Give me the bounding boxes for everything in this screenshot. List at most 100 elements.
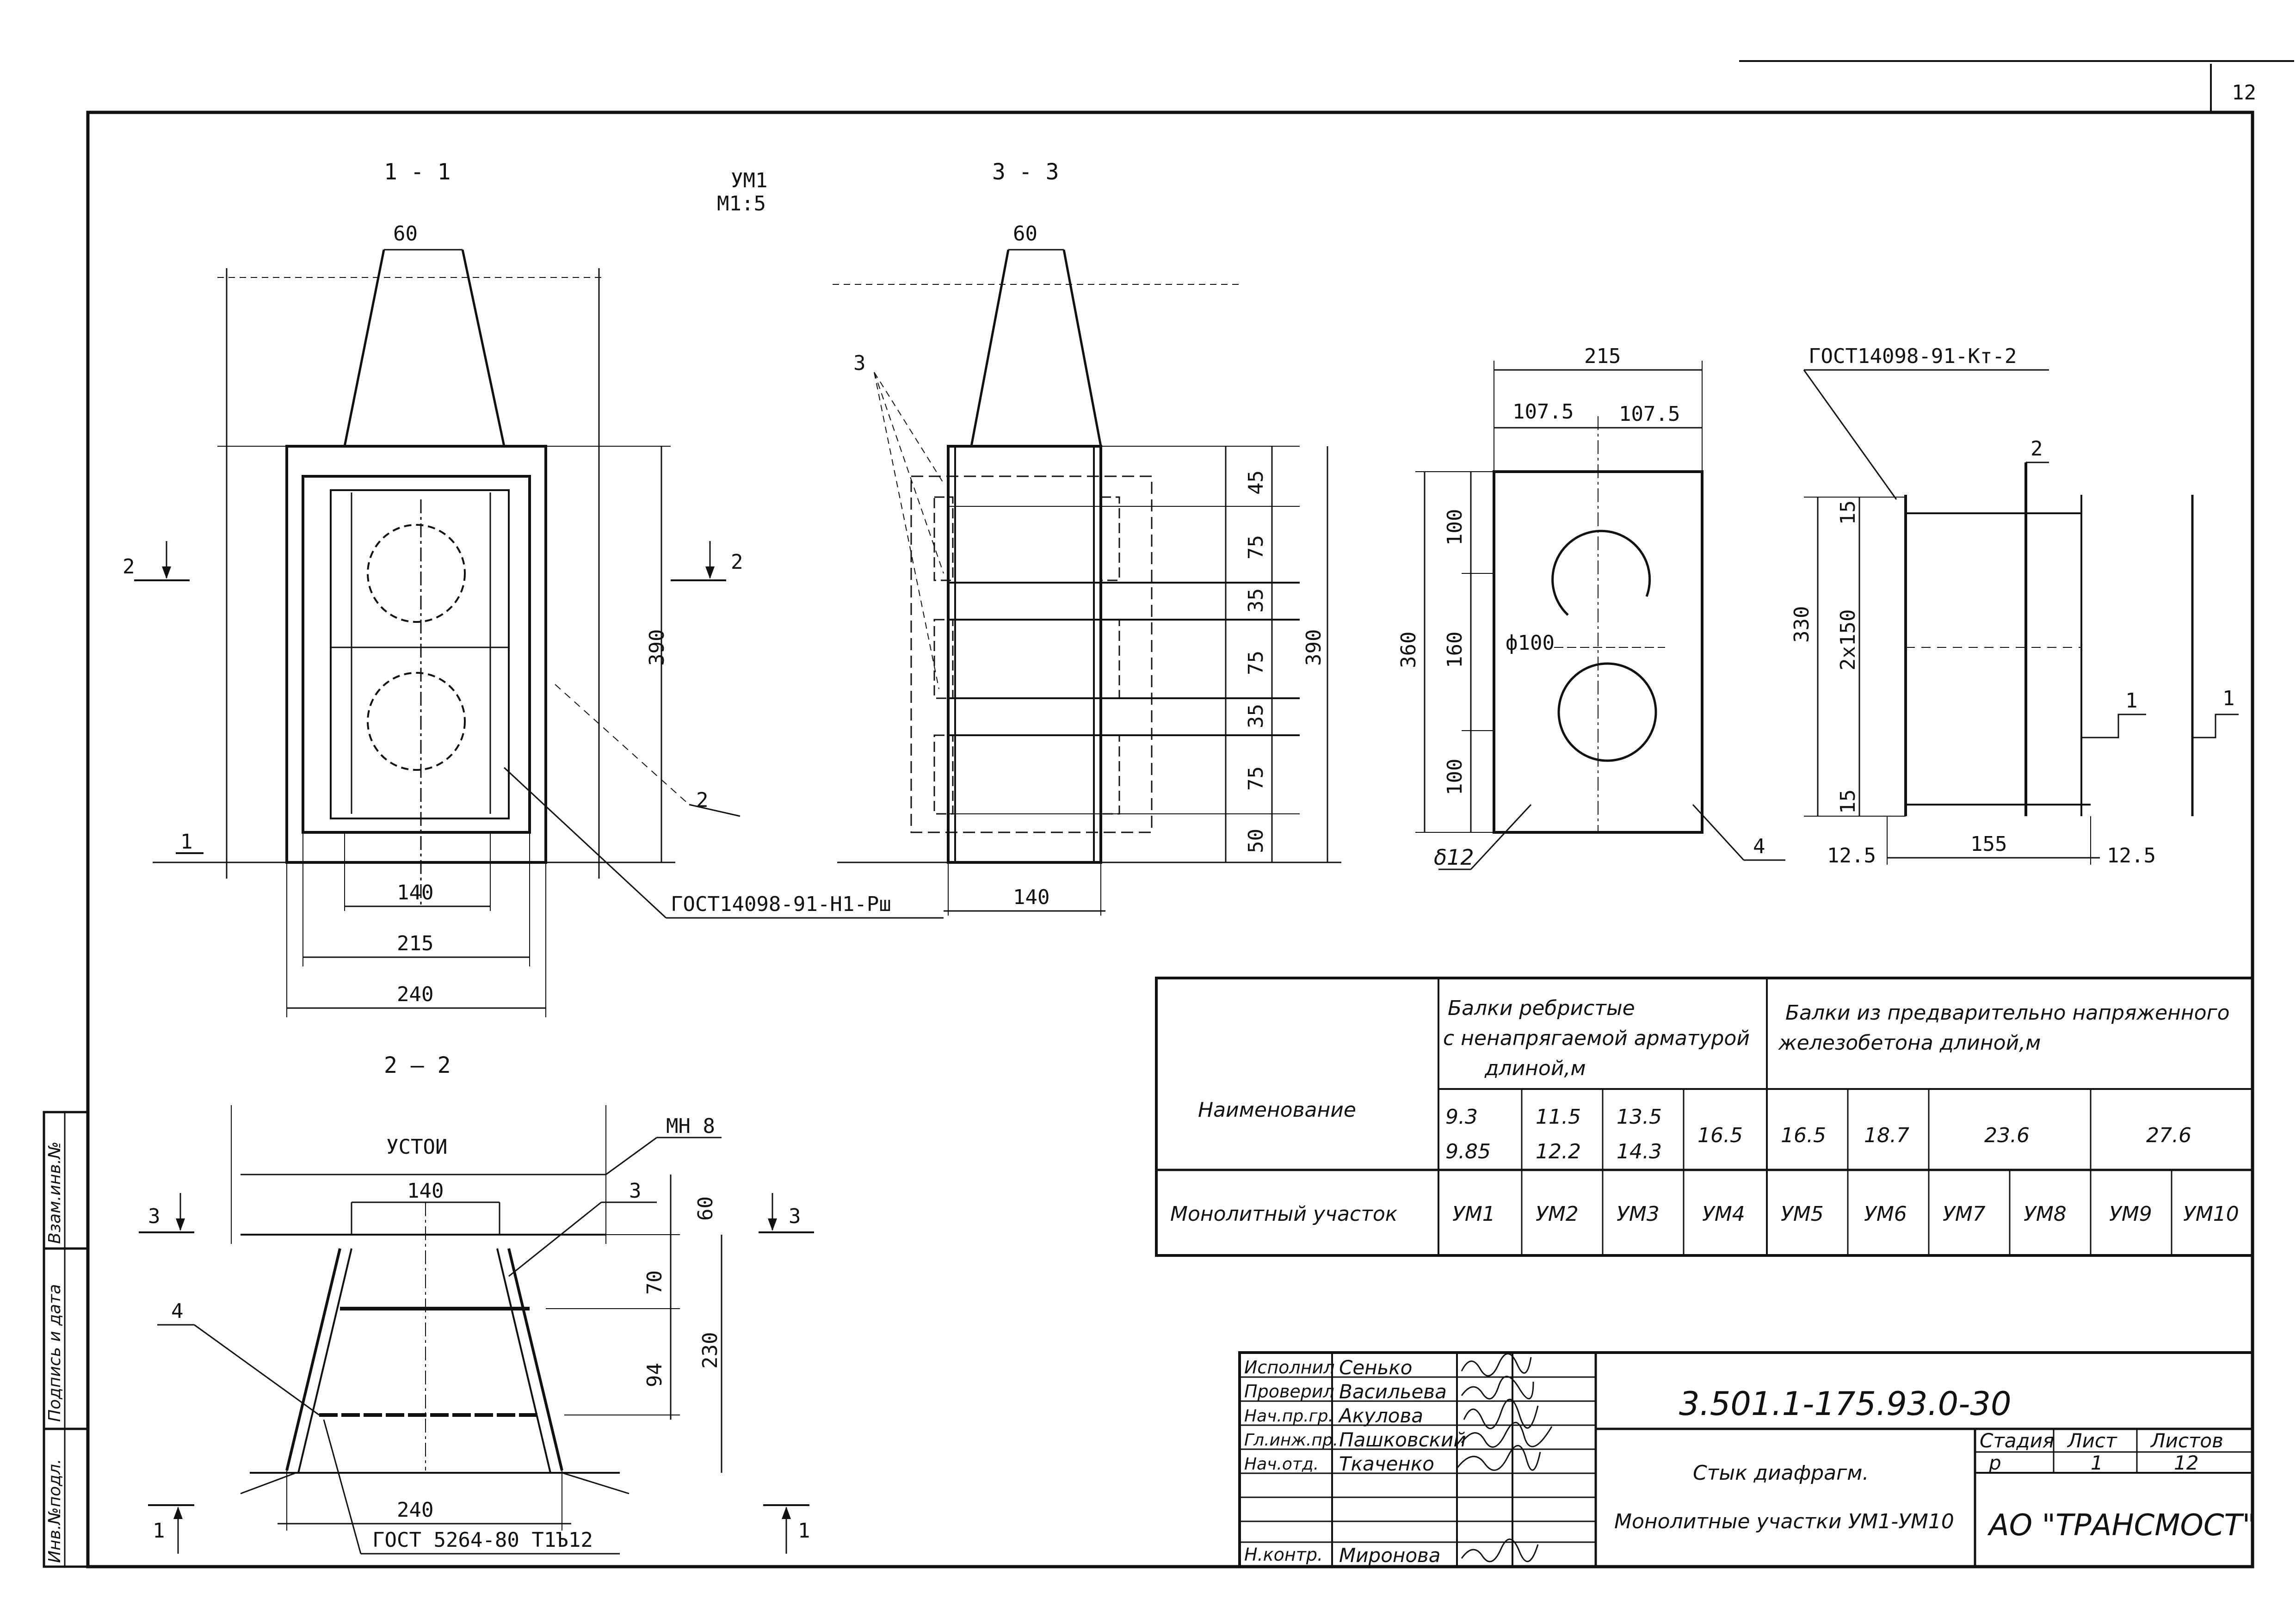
view-3-3-dim-35b: 35 [1244, 704, 1268, 728]
view-1-1-dim-215: 215 [397, 932, 433, 955]
table-length-1b: 9.85 [1445, 1140, 1491, 1163]
plate-dim-100-bottom: 100 [1443, 759, 1467, 795]
view-2-2: 2 — 2 УСТОИ МН 8 140 60 70 94 230 [139, 1052, 814, 1555]
title-role-3: Нач.пр.гр. [1244, 1407, 1333, 1426]
title-role-4: Гл.инж.пр. [1244, 1431, 1338, 1450]
table-header-name: Наименование [1198, 1098, 1356, 1122]
title-name-5: Ткаченко [1339, 1452, 1434, 1475]
title-role-6: Н.контр. [1244, 1544, 1323, 1565]
plate-leader: 4 [1753, 835, 1765, 858]
sheet-frame: 12 [86, 60, 2294, 1569]
table-code-5: УМ5 [1781, 1202, 1824, 1226]
mesh-cut-top: 2 [2031, 437, 2043, 461]
mesh-view: ГОСТ14098-91-Кт-2 2 330 15 2x150 15 12.5… [1790, 344, 2239, 867]
table-length-5: 16.5 [1781, 1124, 1826, 1147]
table-group1-l3: длиной,м [1484, 1057, 1586, 1080]
mesh-dim-bottom-left: 12.5 [1827, 844, 1876, 867]
title-role-2: Проверил [1244, 1381, 1334, 1402]
view-1-1-callout: ГОСТ14098-91-Н1-Рш [671, 892, 891, 916]
plate-thickness: δ12 [1434, 845, 1474, 870]
view-3-3-dim-45: 45 [1244, 470, 1268, 495]
view-2-2-title: 2 — 2 [384, 1052, 451, 1078]
view-1-1-cut-left: 2 [123, 555, 135, 578]
title-line-1: Стык диафрагм. [1693, 1461, 1869, 1485]
mesh-dim-total: 330 [1790, 606, 1814, 643]
title-sheet-value: 1 [2091, 1452, 2103, 1474]
mesh-dim-bottom: 15 [1836, 789, 1860, 814]
view-1-1-cut-bottom-left: 1 [180, 830, 193, 854]
title-stage-value: р [1988, 1452, 2001, 1474]
mesh-dim-bottom-right: 12.5 [2107, 844, 2156, 867]
plate-dim-half-right: 107.5 [1619, 402, 1680, 426]
view-2-2-abutment: УСТОИ [386, 1135, 447, 1159]
plate-dim-100-top: 100 [1443, 509, 1467, 546]
table-code-2: УМ2 [1536, 1202, 1579, 1226]
signature-5 [1456, 1445, 1541, 1471]
view-1-1-dim-top: 60 [393, 222, 418, 246]
plate-dim-half-left: 107.5 [1512, 400, 1574, 424]
view-2-2-dim-230: 230 [698, 1332, 722, 1369]
view-2-2-mn: МН 8 [666, 1114, 715, 1138]
view-3-3-dim-75c: 75 [1244, 766, 1268, 791]
table-group1-l2: с ненапрягаемой арматурой [1443, 1027, 1750, 1050]
lengths-table: Наименование Балки ребристые с ненапряга… [1155, 977, 2254, 1257]
plate-dim-height: 360 [1397, 632, 1420, 668]
table-group2-l1: Балки из предварительно напряженного [1785, 1001, 2230, 1025]
sheet-corner-number: 12 [2232, 81, 2256, 105]
view-2-2-dim-top: 140 [407, 1179, 444, 1203]
view-2-2-cut-bottom-right: 1 [798, 1519, 810, 1543]
plate-dim-160: 160 [1443, 632, 1467, 668]
title-sheets-label: Листов [2150, 1429, 2223, 1452]
view-2-2-leader-4: 4 [171, 1299, 184, 1323]
mesh-cut-right-b: 1 [2222, 687, 2235, 710]
view-1-1-cut-right: 2 [731, 550, 743, 574]
view-2-2-dim-70: 70 [643, 1270, 667, 1295]
view-3-3-dim-bottom: 140 [1013, 886, 1049, 909]
side-stamp-replace: Взам.инв.№ [45, 1141, 64, 1244]
title-sheet-label: Лист [2067, 1429, 2117, 1452]
table-code-7: УМ7 [1943, 1202, 1986, 1226]
title-role-1: Исполнил [1244, 1357, 1335, 1378]
signature-2 [1461, 1376, 1534, 1400]
mesh-dim-mid: 2x150 [1836, 609, 1860, 671]
mesh-dim-top: 15 [1836, 500, 1860, 525]
signature-3 [1463, 1398, 1539, 1429]
table-code-10: УМ10 [2183, 1202, 2239, 1226]
signature-6 [1461, 1538, 1539, 1562]
table-group1-l1: Балки ребристые [1448, 997, 1635, 1020]
signature-1 [1461, 1353, 1532, 1377]
view-3-3-dim-75b: 75 [1244, 651, 1268, 675]
view-3-3-dim-top: 60 [1013, 222, 1037, 246]
view-1-1-leader-right: 2 [696, 788, 709, 812]
table-row-label: Монолитный участок [1170, 1202, 1398, 1226]
view-2-2-cut-right: 3 [789, 1205, 801, 1228]
table-code-3: УМ3 [1617, 1202, 1660, 1226]
view-3-3: 3 - 3 60 3 45 75 35 [833, 159, 1341, 916]
title-name-3: Акулова [1338, 1404, 1423, 1427]
title-organization: АО "ТРАНСМОСТ" [1987, 1508, 2256, 1543]
plate-dim-width: 215 [1584, 344, 1621, 368]
table-length-2a: 11.5 [1536, 1105, 1581, 1129]
view-3-3-dim-50: 50 [1244, 829, 1268, 853]
table-code-9: УМ9 [2109, 1202, 2152, 1226]
title-sheets-value: 12 [2174, 1452, 2198, 1474]
plate-hole: ф100 [1506, 631, 1555, 655]
view-3-3-title: 3 - 3 [992, 159, 1059, 185]
view-1-1: 1 - 1 УМ1 М1:5 60 390 140 215 [123, 159, 944, 1017]
table-length-3b: 14.3 [1617, 1140, 1662, 1163]
view-2-2-dim-94: 94 [643, 1363, 667, 1387]
table-length-8: 27.6 [2146, 1124, 2191, 1147]
table-length-6: 18.7 [1864, 1124, 1909, 1147]
side-stamp: Инв.№подл. Подпись и дата Взам.инв.№ [43, 1111, 89, 1568]
mesh-dim-bottom-mid: 155 [1970, 832, 2007, 856]
table-length-3a: 13.5 [1617, 1105, 1662, 1129]
side-stamp-sign: Подпись и дата [45, 1284, 64, 1422]
view-2-2-leader-3: 3 [629, 1179, 642, 1203]
view-2-2-cut-left: 3 [148, 1205, 160, 1228]
title-line-2: Монолитные участки УМ1-УМ10 [1614, 1510, 1954, 1533]
view-1-1-dim-height: 390 [645, 629, 669, 666]
view-3-3-dim-75a: 75 [1244, 535, 1268, 560]
title-name-4: Пашковский [1339, 1428, 1466, 1451]
table-length-4: 16.5 [1697, 1124, 1743, 1147]
